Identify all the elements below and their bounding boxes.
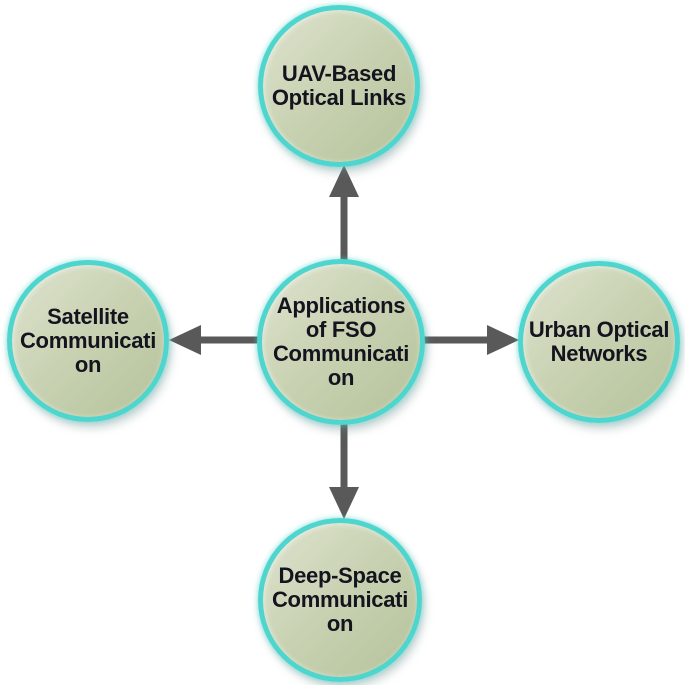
node-label: Satellite Communicati on (19, 303, 157, 378)
arrow-center-to-bottom-icon (329, 421, 359, 519)
arrow-center-to-top-icon (329, 165, 359, 264)
node-label: Deep-Space Communicati on (271, 562, 409, 637)
node-label: Urban Optical Networks (528, 316, 670, 366)
node-deep-space-communication: Deep-Space Communicati on (258, 518, 422, 682)
node-label: UAV-Based Optical Links (271, 60, 407, 110)
node-label: Applications of FSO Communicati on (272, 292, 410, 391)
arrow-center-to-right-icon (423, 325, 519, 355)
node-satellite-communication: Satellite Communicati on (7, 260, 169, 422)
node-urban-optical-networks: Urban Optical Networks (518, 261, 680, 423)
node-applications-of-fso-communication: Applications of FSO Communicati on (257, 259, 425, 425)
node-uav-based-optical-links: UAV-Based Optical Links (258, 5, 420, 167)
arrow-center-to-left-icon (169, 325, 259, 355)
